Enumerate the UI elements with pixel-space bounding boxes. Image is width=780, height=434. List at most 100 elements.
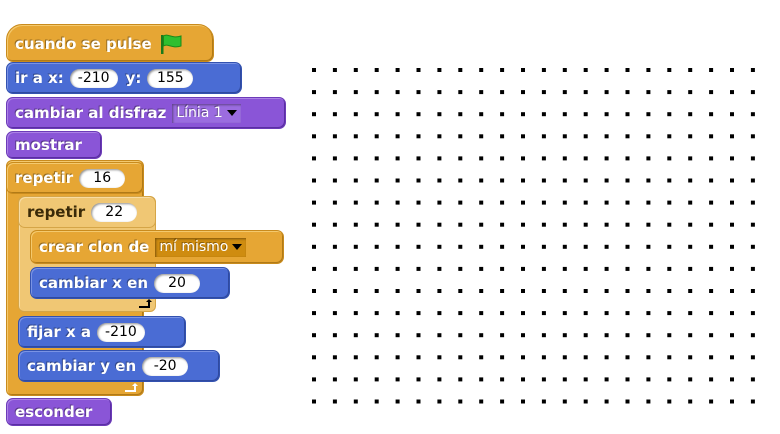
go-to-xy-block[interactable]: ir a x: -210 y: 155: [6, 62, 242, 94]
clone-dot: [688, 200, 693, 205]
clone-dot: [500, 377, 505, 382]
clone-dot: [332, 178, 337, 183]
clone-dot: [395, 134, 400, 139]
clone-dot: [416, 222, 421, 227]
repeat-outer-block[interactable]: repetir 16: [6, 162, 144, 194]
clone-dot: [312, 311, 316, 316]
clone-dot: [562, 333, 567, 338]
clone-dot: [437, 244, 442, 249]
x-input[interactable]: -210: [69, 68, 118, 88]
clone-dot: [500, 156, 505, 161]
hide-block[interactable]: esconder: [6, 398, 112, 426]
repeat-outer-count-input[interactable]: 16: [79, 168, 126, 188]
chevron-down-icon: [232, 244, 243, 250]
clone-dot: [479, 222, 484, 227]
clone-dot: [312, 333, 316, 338]
clone-dot: [500, 222, 505, 227]
clone-dot: [562, 112, 567, 117]
clone-dot: [374, 399, 379, 404]
change-x-input[interactable]: 20: [154, 273, 201, 293]
clone-dot: [625, 178, 630, 183]
clone-dot: [416, 333, 421, 338]
clone-dot: [479, 399, 484, 404]
clone-dot: [604, 112, 609, 117]
clone-dot: [688, 134, 693, 139]
clone-dot: [395, 311, 400, 316]
clone-dot: [541, 266, 546, 271]
change-y-input[interactable]: -20: [142, 356, 189, 376]
clone-dot: [500, 289, 505, 293]
costume-dropdown[interactable]: Línia 1: [172, 103, 241, 123]
clone-dot: [479, 200, 484, 205]
repeat-inner-count-input[interactable]: 22: [91, 202, 138, 222]
clone-dot: [730, 222, 734, 227]
clone-dot: [604, 178, 609, 183]
clone-dot: [479, 355, 484, 360]
clone-dot: [312, 377, 316, 382]
clone-dot: [667, 355, 672, 360]
clone-dot: [395, 112, 400, 117]
clone-dot: [374, 90, 379, 95]
clone-dot: [500, 112, 505, 117]
clone-dot: [437, 311, 442, 316]
clone-dot: [458, 178, 463, 183]
clone-dot: [353, 244, 358, 249]
clone-dot: [395, 90, 400, 95]
clone-dot: [750, 222, 755, 227]
clone-dot: [353, 222, 358, 227]
clone-dot: [750, 333, 755, 338]
clone-dot: [353, 90, 358, 95]
clone-dot: [332, 156, 337, 161]
when-flag-clicked-block[interactable]: cuando se pulse: [6, 24, 214, 62]
clone-dot: [353, 333, 358, 338]
clone-dot: [458, 399, 463, 404]
clone-dot: [353, 112, 358, 117]
clone-dot: [730, 266, 734, 271]
clone-dot: [750, 200, 755, 205]
clone-dot: [625, 68, 630, 72]
clone-dot: [353, 355, 358, 360]
clone-dot: [479, 244, 484, 249]
clone-dot: [709, 289, 714, 293]
clone-dot: [353, 178, 358, 183]
clone-dot: [521, 68, 525, 72]
clone-dot: [709, 266, 714, 271]
change-y-label: cambiar y en: [27, 357, 137, 375]
set-x-input[interactable]: -210: [97, 322, 145, 342]
clone-dot: [541, 134, 546, 139]
y-input[interactable]: 155: [147, 68, 194, 88]
repeat-inner-block[interactable]: repetir 22: [18, 196, 156, 228]
clone-dot: [667, 200, 672, 205]
show-label: mostrar: [15, 136, 82, 154]
clone-dot: [416, 266, 421, 271]
clone-dot: [332, 311, 337, 316]
create-clone-block[interactable]: crear clon de mí mismo: [30, 230, 284, 264]
clone-dot: [332, 333, 337, 338]
clone-dot: [500, 355, 505, 360]
green-flag-icon: [160, 34, 182, 54]
clone-dot: [730, 112, 734, 117]
clone-dot: [583, 311, 588, 316]
clone-target-dropdown[interactable]: mí mismo: [155, 237, 247, 257]
clone-dot: [750, 355, 755, 360]
clone-dot: [500, 200, 505, 205]
create-clone-label: crear clon de: [39, 238, 150, 256]
clone-dot: [541, 178, 546, 183]
clone-dot: [541, 112, 546, 117]
clone-dot: [667, 399, 672, 404]
clone-dot: [416, 156, 421, 161]
change-y-block[interactable]: cambiar y en -20: [18, 350, 220, 382]
clone-dot: [458, 134, 463, 139]
switch-costume-block[interactable]: cambiar al disfraz Línia 1: [6, 97, 286, 129]
clone-dot: [500, 178, 505, 183]
set-x-block[interactable]: fijar x a -210: [18, 316, 186, 348]
show-block[interactable]: mostrar: [6, 131, 102, 159]
clone-dot: [541, 200, 546, 205]
clone-dot: [625, 399, 630, 404]
clone-dot: [562, 222, 567, 227]
clone-dot: [688, 112, 693, 117]
clone-dot: [667, 112, 672, 117]
clone-dot: [667, 134, 672, 139]
clone-dot: [521, 333, 525, 338]
change-x-block[interactable]: cambiar x en 20: [30, 267, 230, 299]
